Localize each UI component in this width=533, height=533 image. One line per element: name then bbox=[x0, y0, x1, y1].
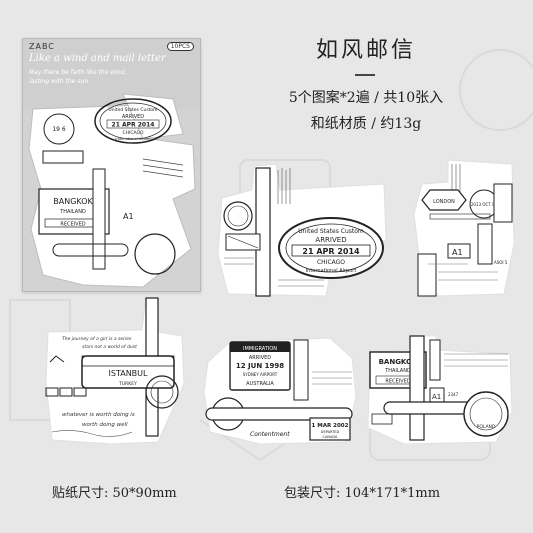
package-title: Like a wind and mail letter bbox=[29, 53, 166, 64]
pkg-stamp-a1: A1 bbox=[123, 212, 134, 221]
sticker1-arrived: ARRIVED bbox=[315, 236, 346, 244]
sticker3-istanbul: ISTANBUL bbox=[109, 369, 149, 378]
sticker2-soi: ASOI 5 bbox=[494, 260, 508, 265]
sticker5-received: RECEIVED bbox=[385, 379, 410, 385]
pkg-stamp-bangkok: BANGKOK bbox=[53, 197, 93, 206]
sticker-istanbul: The journey of a girl is a series stars … bbox=[45, 297, 185, 444]
sticker2-london: LONDON bbox=[433, 199, 455, 205]
sticker-chicago: United States Custom ARRIVED 21 APR 2014… bbox=[217, 163, 387, 297]
sticker5-a1: A1 bbox=[432, 393, 441, 401]
sticker3-quote-2: stars not a world of dust bbox=[82, 344, 137, 350]
pkg-stamp-us: United States Custom bbox=[108, 107, 157, 113]
pkg-stamp-chicago: CHICAGO bbox=[122, 130, 143, 136]
pkg-stamp-received: RECEIVED bbox=[60, 222, 85, 228]
spec-material-weight: 和纸材质 / 约13g bbox=[310, 116, 422, 132]
sticker1-airport: International Airport bbox=[306, 268, 357, 274]
sticker4-arrived: ARRIVED bbox=[249, 355, 271, 361]
sticker4-canada: CANADA bbox=[323, 435, 338, 439]
sticker3-turkey: TURKEY bbox=[118, 381, 137, 387]
sticker5-thailand: THAILAND bbox=[384, 368, 411, 374]
pkg-stamp-arrived: ARRIVED bbox=[122, 114, 144, 120]
sticker-package: ZABC 10PCS Like a wind and mail letter M… bbox=[22, 38, 201, 292]
package-stickers-art: United States Custom ARRIVED 21 APR 2014… bbox=[28, 93, 196, 288]
package-subtitle-1: May there be faith like the wind, bbox=[29, 69, 127, 76]
sticker3-quote-1: The journey of a girl is a series bbox=[62, 336, 132, 342]
sticker1-date: 21 APR 2014 bbox=[302, 247, 360, 256]
sticker4-departed: DEPARTED bbox=[321, 430, 340, 434]
sticker5-2347: 2347 bbox=[448, 392, 459, 397]
sticker5-poland: POLAND bbox=[477, 424, 496, 430]
sticker4-contentment: Contentment bbox=[250, 431, 290, 438]
sticker3-whatever-2: worth doing well bbox=[82, 422, 128, 428]
product-title: 如风邮信 bbox=[315, 38, 416, 63]
pkg-stamp-airport: International Airport bbox=[115, 137, 151, 141]
pkg-stamp-date: 21 APR 2014 bbox=[112, 122, 155, 129]
sticker4-sydney: SYDNEY AIRPORT bbox=[243, 372, 278, 377]
sticker4-immigration: IMMIGRATION bbox=[243, 346, 277, 352]
pkg-stamp-19: 19 6 bbox=[52, 126, 66, 133]
sticker5-bangkok: BANGKOK bbox=[379, 358, 418, 366]
sticker4-australia: AUSTRALIA bbox=[246, 381, 274, 387]
sticker4-mar: 1 MAR 2002 bbox=[312, 423, 349, 429]
sticker2-oct: 2013 OCT 09 bbox=[471, 202, 498, 207]
sticker2-a1: A1 bbox=[452, 248, 463, 257]
sticker-london: LONDON 2013 OCT 09 A1 ASOI 5 bbox=[413, 159, 515, 297]
package-count-badge: 10PCS bbox=[166, 42, 194, 51]
sticker1-us-custom: United States Custom bbox=[298, 228, 364, 235]
sticker3-whatever-1: whatever is worth doing is bbox=[62, 412, 135, 418]
sticker-bangkok: BANGKOK THAILAND RECEIVED A1 2347 POLAND bbox=[367, 335, 513, 444]
package-brand: ZABC bbox=[29, 42, 55, 51]
pkg-stamp-thailand: THAILAND bbox=[59, 209, 86, 215]
sticker-size-label: 贴纸尺寸: 50*90mm bbox=[52, 486, 177, 501]
sticker4-date: 12 JUN 1998 bbox=[236, 362, 284, 370]
package-subtitle-2: lasting with the sun bbox=[29, 78, 89, 85]
title-divider bbox=[355, 74, 375, 76]
spec-pattern-count: 5个图案*2遍 / 共10张入 bbox=[288, 90, 444, 106]
sticker-australia: IMMIGRATION ARRIVED 12 JUN 1998 SYDNEY A… bbox=[203, 337, 357, 444]
sticker1-chicago: CHICAGO bbox=[317, 259, 345, 266]
package-size-label: 包装尺寸: 104*171*1mm bbox=[284, 486, 441, 501]
